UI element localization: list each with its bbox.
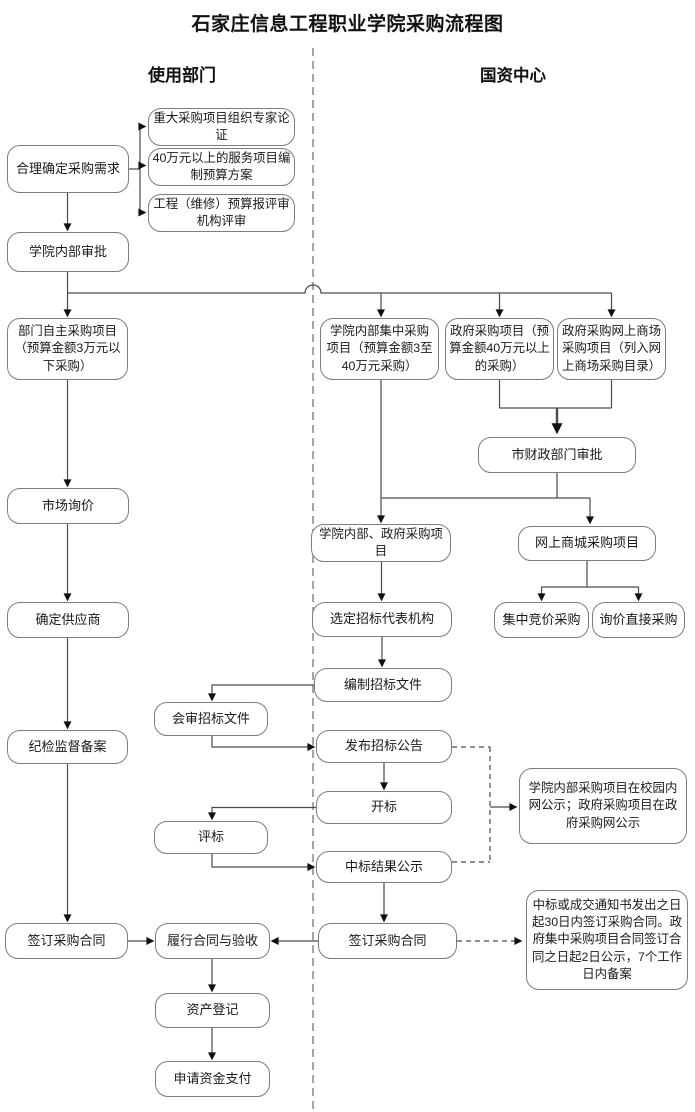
node-publicity-note: 学院内部采购项目在校园内网公示；政府采购项目在政府采购网公示 — [519, 768, 687, 844]
node-engineering-review: 工程（维修）预算报评审机构评审 — [148, 194, 295, 232]
node-perform-contract: 履行合同与验收 — [155, 923, 270, 959]
node-central-bidding: 集中竞价采购 — [494, 602, 589, 638]
node-online-mall-project: 网上商城采购项目 — [518, 526, 656, 561]
node-joint-review: 会审招标文件 — [154, 702, 268, 736]
node-sign-contract-left: 签订采购合同 — [5, 923, 128, 959]
lane-label-right: 国资中心 — [480, 67, 546, 85]
node-college-gov-projects: 学院内部、政府采购项目 — [311, 524, 451, 562]
node-publish-announcement: 发布招标公告 — [316, 730, 452, 763]
connector-finance-split — [381, 473, 590, 499]
node-open-bid: 开标 — [316, 791, 452, 824]
node-service-budget: 40万元以上的服务项目编制预算方案 — [148, 148, 295, 186]
node-finance-approval: 市财政部门审批 — [478, 437, 636, 473]
node-dept-self: 部门自主采购项目（预算金额3万元以下采购） — [7, 318, 128, 380]
connector-open-to-evaluate — [208, 806, 316, 821]
connector-distribution-spine — [67, 284, 612, 294]
node-contract-note: 中标或成交通知书发出之日起30日内签订采购合同。政府集中采购项目合同签订合同之日… — [526, 890, 688, 990]
node-internal-approval: 学院内部审批 — [7, 232, 129, 272]
connector-branch-spine — [129, 126, 141, 213]
node-expert-review: 重大采购项目组织专家论证 — [148, 108, 295, 146]
node-prepare-docs: 编制招标文件 — [314, 668, 452, 702]
connector-dashed-publicity — [452, 746, 491, 863]
node-determine-needs: 合理确定采购需求 — [7, 145, 129, 193]
node-sign-contract-right: 签订采购合同 — [318, 923, 457, 959]
lane-label-left: 使用部门 — [148, 66, 216, 85]
node-inquiry-direct: 询价直接采购 — [592, 602, 685, 638]
connector-merge-to-finance — [498, 380, 613, 409]
connector-evaluate-to-result — [211, 854, 316, 871]
node-asset-register: 资产登记 — [155, 993, 270, 1028]
page-title: 石家庄信息工程职业学院采购流程图 — [191, 14, 504, 35]
node-confirm-supplier: 确定供应商 — [7, 602, 129, 638]
node-apply-payment: 申请资金支付 — [155, 1061, 270, 1097]
connector-docs-to-review — [208, 684, 314, 702]
node-college-central: 学院内部集中采购项目（预算金额3至40万元采购） — [320, 318, 439, 380]
connector-mall-split — [541, 561, 639, 588]
node-gov-online-mall: 政府采购网上商场采购项目（列入网上商场采购目录） — [557, 318, 666, 380]
node-market-inquiry: 市场询价 — [7, 488, 129, 524]
node-evaluate-bid: 评标 — [154, 821, 268, 854]
node-select-agency: 选定招标代表机构 — [312, 602, 452, 637]
node-discipline-record: 纪检监督备案 — [7, 730, 128, 764]
node-result-publicity: 中标结果公示 — [316, 851, 452, 883]
connector-review-to-announce — [211, 736, 316, 751]
node-gov-procurement: 政府采购项目（预算金额40万元以上的采购） — [445, 318, 554, 380]
